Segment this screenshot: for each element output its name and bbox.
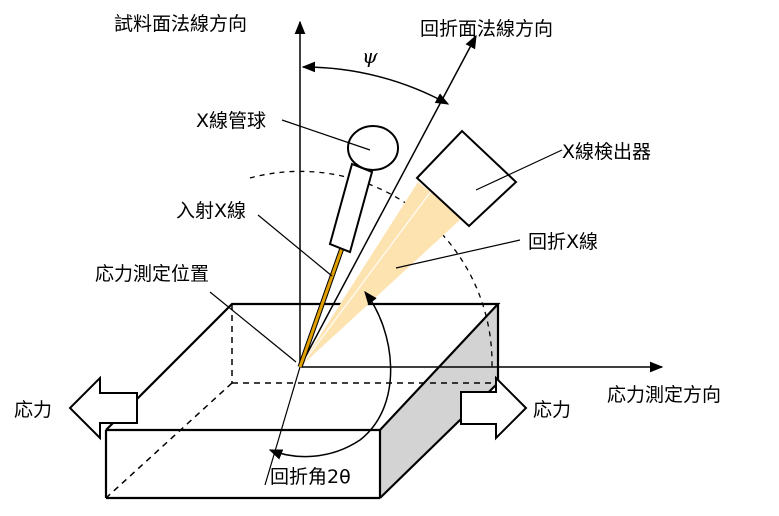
diffraction-angle-label: 回折角2θ bbox=[270, 466, 351, 488]
diffracted-beam bbox=[300, 182, 462, 367]
xray-detector-label: X線検出器 bbox=[562, 141, 651, 163]
xray-tube bbox=[328, 125, 399, 254]
xray-detector bbox=[415, 129, 518, 228]
xray-tube-label: X線管球 bbox=[196, 110, 266, 132]
stress-right-label: 応力 bbox=[533, 399, 571, 421]
sample-side-face bbox=[380, 304, 498, 498]
stress-left-label: 応力 bbox=[14, 399, 52, 421]
incident-xray-label: 入射X線 bbox=[176, 200, 246, 222]
stress-arrow-left bbox=[68, 375, 138, 441]
stress-arrow-right bbox=[460, 375, 528, 441]
psi-angle-arc bbox=[301, 61, 450, 105]
two-theta-angle-arc bbox=[268, 290, 392, 460]
sample-normal-label: 試料面法線方向 bbox=[114, 13, 247, 35]
diffracted-xray-label: 回折X線 bbox=[528, 231, 598, 253]
leader-lines bbox=[209, 119, 563, 363]
measure-direction-label: 応力測定方向 bbox=[607, 384, 721, 406]
measure-position-label: 応力測定位置 bbox=[95, 263, 209, 285]
psi-label: ψ bbox=[362, 44, 378, 68]
goniometer-arc bbox=[249, 170, 493, 368]
diffraction-normal-label: 回折面法線方向 bbox=[420, 18, 553, 40]
